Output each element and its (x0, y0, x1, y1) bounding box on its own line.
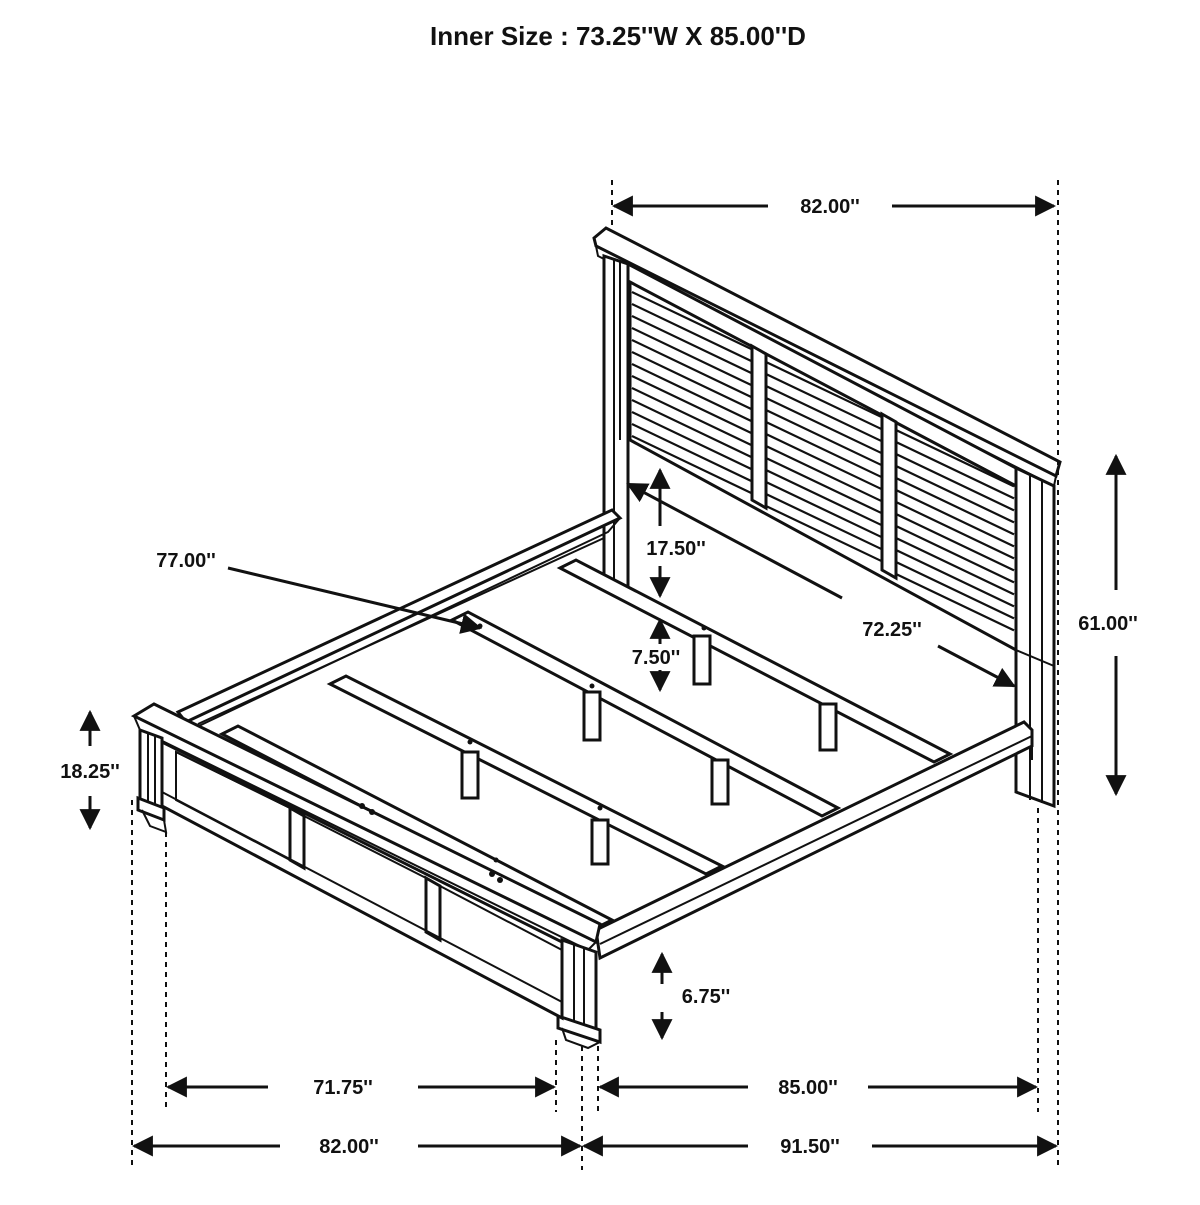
louver-slat (765, 397, 883, 455)
louver-slat (765, 445, 883, 503)
dimension-overall-height: 61.00'' (1078, 453, 1138, 797)
dimension-inner-width: 71.75'' (165, 1076, 557, 1099)
louver-slat (765, 421, 883, 479)
louver-slat (895, 537, 1015, 596)
louver-slat (895, 477, 1015, 536)
dimension-rail-clearance: 6.75'' (651, 951, 730, 1041)
louver-slat (765, 433, 883, 491)
louver-slat (895, 429, 1015, 488)
louver-slat (631, 387, 753, 447)
louver-slat (895, 441, 1015, 500)
louver-slat (895, 573, 1015, 632)
louver-slat (765, 481, 883, 539)
louver-slat (631, 411, 753, 471)
dim-label-headboard-panel-height: 17.50'' (646, 538, 706, 560)
louver-slat (895, 561, 1015, 620)
louver-slat (631, 339, 753, 399)
dim-label-headboard-width: 82.00'' (800, 196, 860, 218)
far-side-rail (175, 508, 623, 734)
dim-label-footboard-height: 18.25'' (60, 761, 120, 783)
dimension-inner-rail: 72.25'' (626, 482, 1016, 688)
louver-slat (631, 399, 753, 459)
louver-slat (765, 457, 883, 515)
dim-label-overall-width: 82.00'' (319, 1136, 379, 1158)
dimension-footboard-height: 18.25'' (60, 709, 120, 831)
near-side-rail (594, 720, 1034, 961)
louver-slat (765, 409, 883, 467)
dim-label-inner-depth: 85.00'' (778, 1077, 838, 1099)
louver-slat (631, 303, 753, 363)
louver-slat (631, 315, 753, 375)
louver-slat (895, 489, 1015, 548)
dimension-overall-length: 91.50'' (581, 1135, 1059, 1158)
louver-slat (765, 469, 883, 527)
dimension-rail-length: 77.00'' (156, 550, 483, 634)
dim-label-rail-length: 77.00'' (156, 550, 216, 572)
louver-slat (895, 453, 1015, 512)
louver-slat (631, 291, 753, 351)
diagram-title: Inner Size : 73.25''W X 85.00''D (430, 21, 806, 51)
louver-slat (765, 385, 883, 443)
louver-slat (765, 361, 883, 419)
louver-slat (765, 505, 883, 563)
dimension-slat-gap: 7.50'' (632, 617, 680, 693)
louver-slat (895, 501, 1015, 560)
dim-label-inner-width: 71.75'' (313, 1077, 373, 1099)
dim-label-overall-height: 61.00'' (1078, 613, 1138, 635)
dim-label-inner-rail: 72.25'' (862, 619, 922, 641)
dimension-headboard-width: 82.00'' (611, 195, 1057, 218)
headboard-louvers (631, 291, 1015, 632)
louver-slat (631, 351, 753, 411)
louver-slat (631, 375, 753, 435)
dim-label-overall-length: 91.50'' (780, 1136, 840, 1158)
dimension-inner-depth: 85.00'' (597, 1076, 1039, 1099)
louver-slat (631, 435, 753, 495)
louver-slat (631, 423, 753, 483)
louver-slat (895, 549, 1015, 608)
louver-slat (895, 513, 1015, 572)
dim-label-rail-clearance: 6.75'' (682, 986, 730, 1008)
dim-label-slat-gap: 7.50'' (632, 647, 680, 669)
louver-slat (631, 327, 753, 387)
footboard (130, 702, 602, 1050)
louver-slat (895, 525, 1015, 584)
dimension-overall-width: 82.00'' (131, 1135, 583, 1158)
louver-slat (895, 465, 1015, 524)
louver-slat (631, 363, 753, 423)
louver-slat (765, 493, 883, 551)
louver-slat (765, 373, 883, 431)
dimension-headboard-panel-height: 17.50'' (646, 467, 706, 599)
